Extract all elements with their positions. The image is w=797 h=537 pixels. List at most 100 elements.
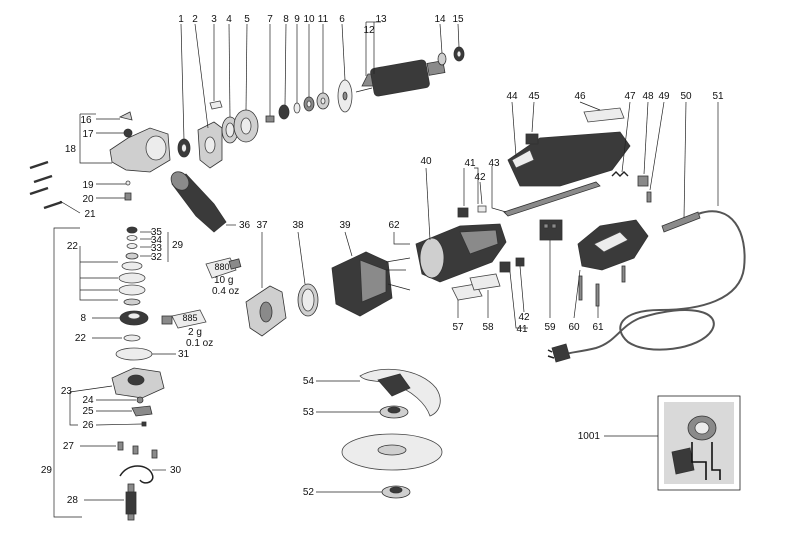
part-15-bearing: [453, 46, 465, 62]
part-51-power-cord: [547, 210, 746, 363]
label-23: 23: [61, 386, 73, 397]
tube-885-amount-oz: 0.1 oz: [186, 338, 213, 349]
part-10-bearing: [303, 96, 315, 112]
part-42-clip-bottom: [515, 257, 525, 267]
label-7: 7: [267, 14, 273, 25]
part-7-screw: [265, 115, 275, 123]
part-11-bearing: [316, 92, 330, 110]
label-57: 57: [452, 322, 464, 333]
label-19: 19: [82, 180, 94, 191]
label-12: 12: [363, 25, 375, 36]
label-8: 8: [283, 14, 289, 25]
label-48: 48: [642, 91, 654, 102]
part-stack-washers: [118, 226, 146, 306]
part-39-field-coil: [331, 251, 411, 317]
label-33: 33: [151, 243, 163, 254]
label-41-bottom: 41: [516, 324, 528, 335]
tube-885-label: 885: [182, 313, 197, 323]
label-22-top: 22: [67, 241, 79, 252]
part-31-gasket: [115, 347, 153, 361]
label-16: 16: [80, 115, 92, 126]
label-13: 13: [375, 14, 387, 25]
part-47-spring: [611, 171, 629, 177]
label-8-left: 8: [80, 313, 86, 324]
part-28-spindle: [125, 483, 137, 521]
label-42-top: 42: [474, 172, 486, 183]
part-2-plate: [197, 121, 223, 169]
part-45-button: [525, 133, 539, 145]
part-3-washer: [209, 100, 223, 110]
part-43-slide-rod: [503, 181, 601, 217]
label-34: 34: [151, 235, 163, 246]
label-28: 28: [67, 495, 79, 506]
label-53: 53: [303, 407, 315, 418]
part-26-screw: [141, 421, 147, 427]
part-37-bearing-plate: [245, 285, 287, 337]
part-16-spring: [118, 111, 133, 121]
label-41-top: 41: [464, 158, 476, 169]
label-62: 62: [388, 220, 400, 231]
label-29-bracket: 29: [41, 465, 53, 476]
label-37: 37: [256, 220, 268, 231]
part-48-clip: [637, 175, 649, 187]
part-58-insulation: [469, 273, 501, 291]
label-46: 46: [574, 91, 586, 102]
label-38: 38: [292, 220, 304, 231]
label-50: 50: [680, 91, 692, 102]
part-20-screw: [124, 192, 132, 201]
label-27: 27: [63, 441, 75, 452]
part-36-side-handle: [170, 171, 236, 233]
label-10: 10: [303, 14, 315, 25]
tube-885-amount-g: 2 g: [188, 327, 202, 338]
label-22-bottom: 22: [75, 333, 87, 344]
label-21: 21: [84, 209, 96, 220]
part-46-label-plate: [583, 107, 625, 123]
label-14: 14: [434, 14, 446, 25]
part-59-switch: [539, 219, 563, 241]
part-41-switch-top: [457, 207, 469, 218]
label-43: 43: [488, 158, 500, 169]
part-5-flange: [233, 109, 259, 143]
grease-tube-880: 880: [205, 257, 242, 279]
label-17: 17: [82, 129, 94, 140]
label-29-top: 29: [172, 240, 184, 251]
part-1-bearing: [177, 138, 191, 158]
part-44-switch-cover: [507, 131, 631, 187]
part-38-ring: [297, 283, 319, 317]
label-36: 36: [239, 220, 251, 231]
part-6-disc: [337, 79, 353, 113]
part-27-screws: [117, 441, 158, 459]
label-26: 26: [82, 420, 94, 431]
label-20: 20: [82, 194, 94, 205]
tube-880-amount-oz: 0.4 oz: [212, 286, 239, 297]
label-15: 15: [452, 14, 464, 25]
part-19-washer: [125, 180, 131, 186]
label-25: 25: [82, 406, 94, 417]
label-47: 47: [624, 91, 636, 102]
label-3: 3: [211, 14, 217, 25]
label-60: 60: [568, 322, 580, 333]
part-17-button: [123, 128, 133, 138]
label-61: 61: [592, 322, 604, 333]
label-51: 51: [712, 91, 724, 102]
part-1001-detail-box: [657, 395, 741, 491]
label-42-bottom: 42: [518, 312, 530, 323]
part-14-bearing: [437, 52, 447, 66]
part-60-handle-cover: [577, 219, 649, 271]
part-18-gear-housing: [109, 127, 171, 173]
part-52-clamping-nut: [381, 485, 411, 499]
grinding-disc: [341, 433, 443, 471]
part-22-washer: [123, 334, 141, 342]
part-40-motor-housing: [415, 223, 507, 283]
part-23-bearing-flange: [111, 367, 165, 399]
part-41-switch-bottom: [499, 261, 511, 273]
tube-880-label: 880: [214, 262, 229, 272]
part-24-pin: [136, 396, 144, 404]
label-45: 45: [528, 91, 540, 102]
label-52: 52: [303, 487, 315, 498]
label-32: 32: [151, 252, 163, 263]
label-30: 30: [170, 465, 182, 476]
part-8-gear: [278, 104, 290, 120]
label-9: 9: [294, 14, 300, 25]
